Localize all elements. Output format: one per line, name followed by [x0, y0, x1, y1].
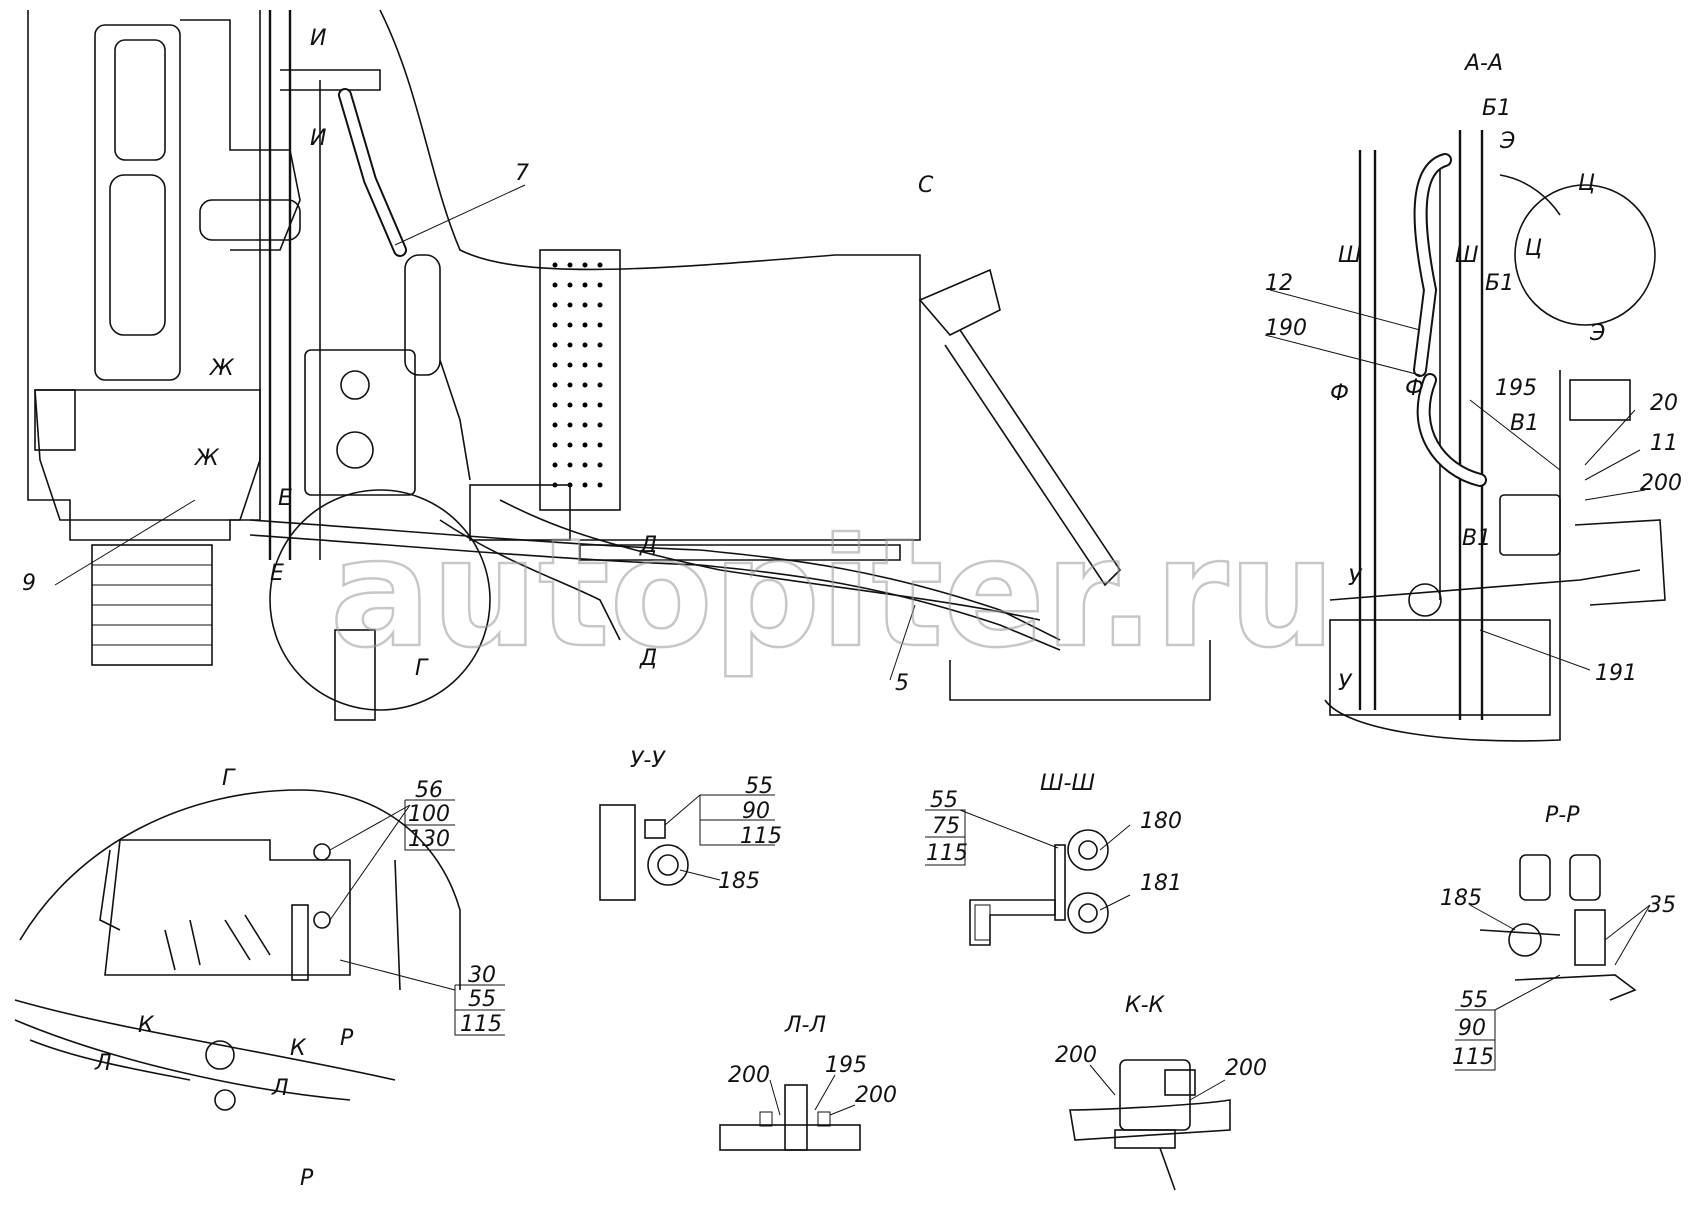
section-mark-f-right: Ф: [1405, 376, 1424, 401]
callout-20: 20: [1650, 391, 1678, 416]
callout-195: 195: [1495, 376, 1537, 401]
callout-35-rr: 35: [1648, 893, 1676, 918]
main-view: [27, 9, 1211, 721]
callout-200-ll-left: 200: [728, 1063, 770, 1088]
callout-195-ll: 195: [825, 1053, 867, 1078]
section-kk-title: К-К: [1125, 993, 1166, 1018]
section-mark-s-view: С: [918, 173, 934, 198]
section-ll-view: [719, 1084, 861, 1151]
section-ss-view: [969, 829, 1109, 946]
callout-115-ss: 115: [926, 841, 968, 866]
section-mark-l-right: Л: [271, 1076, 289, 1101]
detail-g-labels: Г 56 100 130 30 55 115 К К Л Л Р Р: [94, 766, 502, 1191]
callout-200-kk-left: 200: [1055, 1043, 1097, 1068]
section-mark-f-left: Ф: [1330, 381, 1349, 406]
section-uu-title: У-У: [630, 748, 666, 773]
callout-90-uu: 90: [742, 799, 770, 824]
section-kk-view: [1069, 1059, 1231, 1191]
section-mark-l-left: Л: [94, 1051, 112, 1076]
section-mark-sh-left: Ш: [1338, 243, 1362, 268]
callout-200-kk-right: 200: [1225, 1056, 1267, 1081]
section-mark-zh-bottom: Ж: [193, 446, 220, 471]
section-uu-labels: У-У 55 90 115 185: [630, 748, 782, 894]
callout-55-uu: 55: [745, 774, 773, 799]
section-mark-i-bottom: И: [310, 126, 326, 151]
section-mark-k-right: К: [290, 1036, 307, 1061]
callout-75-ss: 75: [932, 814, 960, 839]
perforation-grid: [552, 262, 603, 488]
section-mark-zh-top: Ж: [208, 356, 235, 381]
main-view-section-marks: И И Ж Ж Е Е Д Д Г С А-А Б1 Б1 Э Э Ц Ц Ш …: [193, 26, 1605, 696]
callout-185-uu: 185: [718, 869, 760, 894]
section-mark-b1-bottom: Б1: [1485, 271, 1514, 296]
section-mark-e-bottom-aa: Э: [1589, 321, 1605, 346]
main-view-callouts: 7 9 5 12 190 195 20 11 200 191: [22, 161, 1682, 696]
callout-56: 56: [415, 778, 443, 803]
section-mark-e-bottom: Е: [270, 561, 284, 586]
callout-100: 100: [408, 802, 450, 827]
section-aa-view: [1324, 130, 1666, 742]
section-mark-u-top: У: [1348, 566, 1363, 591]
callout-55-ss: 55: [930, 788, 958, 813]
callout-90-rr: 90: [1458, 1016, 1486, 1041]
section-mark-e-top: Е: [278, 486, 292, 511]
section-uu-view: [599, 804, 689, 901]
section-title-aa: А-А: [1463, 51, 1503, 76]
callout-181-ss: 181: [1140, 871, 1182, 896]
detail-g-view: [14, 789, 461, 1111]
section-mark-sh-right: Ш: [1455, 243, 1479, 268]
callout-115-rr: 115: [1452, 1045, 1494, 1070]
watermark: autopiter.ru: [330, 507, 1335, 681]
section-ss-title: Ш-Ш: [1040, 771, 1095, 796]
section-mark-i-top: И: [310, 26, 326, 51]
section-mark-r-right: Р: [340, 1026, 354, 1051]
section-mark-r-bottom: Р: [300, 1166, 314, 1191]
section-ll-labels: Л-Л 200 195 200: [728, 1013, 897, 1108]
callout-191: 191: [1595, 661, 1637, 686]
section-mark-v1-bottom: В1: [1462, 526, 1491, 551]
callout-12: 12: [1265, 271, 1293, 296]
section-ss-labels: Ш-Ш 55 75 115 180 181: [926, 771, 1182, 896]
callout-55: 55: [468, 987, 496, 1012]
section-mark-g-circle: Г: [415, 656, 429, 681]
section-mark-d-top: Д: [639, 533, 657, 558]
callout-55-rr: 55: [1460, 988, 1488, 1013]
callout-11: 11: [1650, 431, 1678, 456]
callout-180-ss: 180: [1140, 809, 1182, 834]
section-rr-labels: Р-Р 185 35 55 90 115: [1440, 803, 1676, 1070]
callout-9: 9: [22, 571, 36, 596]
callout-5: 5: [895, 671, 909, 696]
callout-115: 115: [460, 1012, 502, 1037]
callout-115-uu: 115: [740, 824, 782, 849]
section-mark-ts-bottom: Ц: [1525, 236, 1542, 261]
section-rr-title: Р-Р: [1545, 803, 1580, 828]
section-mark-u-bottom: У: [1338, 671, 1353, 696]
leader-lines: [54, 184, 1651, 1116]
section-mark-b1-top: Б1: [1482, 96, 1511, 121]
section-mark-k-left: К: [138, 1013, 155, 1038]
section-ll-title: Л-Л: [784, 1013, 826, 1038]
section-mark-ts-top: Ц: [1578, 171, 1595, 196]
section-kk-labels: К-К 200 200: [1055, 993, 1267, 1081]
section-mark-d-bottom: Д: [639, 646, 657, 671]
section-mark-e-top-aa: Э: [1499, 129, 1515, 154]
callout-200: 200: [1640, 471, 1682, 496]
callout-7: 7: [515, 161, 529, 186]
callout-190: 190: [1265, 316, 1307, 341]
section-rr-view: [1479, 854, 1637, 1001]
callout-200-ll-right: 200: [855, 1083, 897, 1108]
callout-185-rr: 185: [1440, 886, 1482, 911]
detail-g-title: Г: [222, 766, 236, 791]
callout-30: 30: [468, 963, 496, 988]
section-mark-v1-top: В1: [1510, 411, 1539, 436]
callout-130: 130: [408, 827, 450, 852]
